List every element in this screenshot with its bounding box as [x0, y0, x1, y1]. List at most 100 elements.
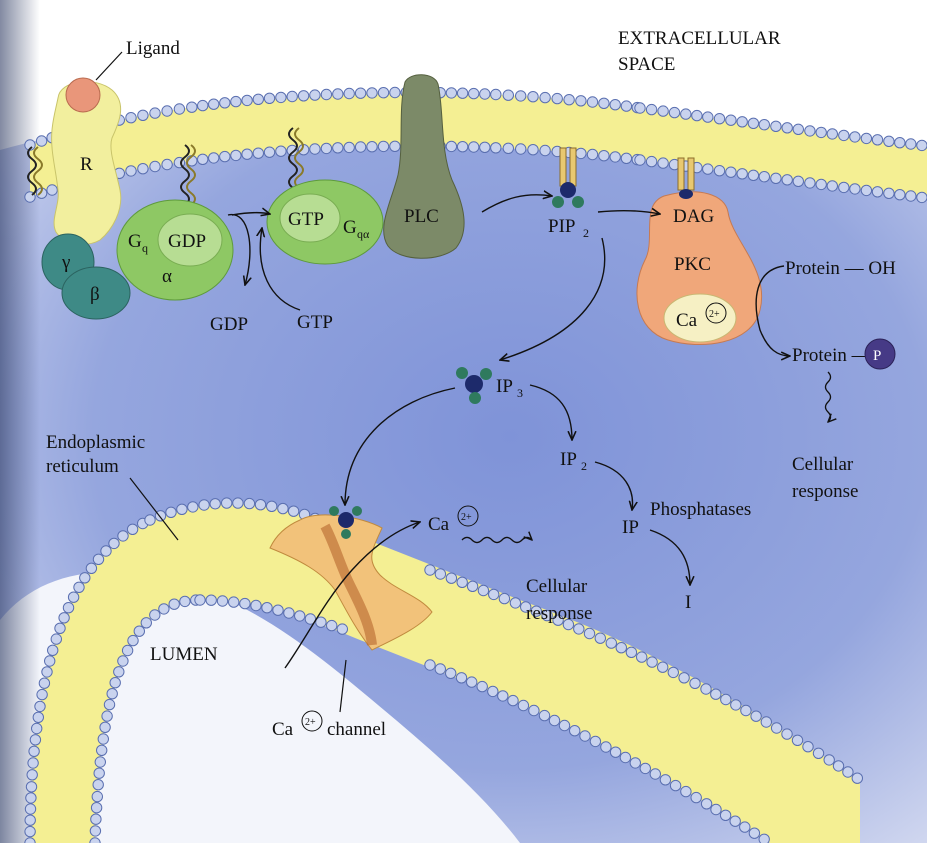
lipid-head	[616, 643, 626, 653]
lipid-head	[720, 810, 730, 820]
lipid-head	[630, 758, 640, 768]
lipid-head	[25, 826, 35, 836]
lipid-head	[310, 144, 320, 154]
svg-text:Ca: Ca	[676, 310, 698, 331]
lipid-head	[162, 159, 172, 169]
lipid-head	[264, 147, 274, 157]
lipid-head	[222, 498, 232, 508]
lipid-head	[90, 826, 100, 836]
lipid-head	[646, 156, 656, 166]
ligand	[66, 78, 100, 112]
lipid-head	[771, 121, 781, 131]
lipid-head	[233, 498, 243, 508]
lipid-head	[850, 184, 860, 194]
lipid-head	[86, 563, 96, 573]
lipid-head	[601, 742, 611, 752]
lipid-head	[564, 95, 574, 105]
lipid-head	[813, 748, 823, 758]
lipid-head	[101, 546, 111, 556]
g-alpha-gdp: G q GDP α	[117, 200, 233, 300]
lipid-head	[150, 161, 160, 171]
lipid-head	[435, 569, 445, 579]
lipid-head	[895, 138, 905, 148]
lipid-head	[425, 565, 435, 575]
lipid-head	[264, 93, 274, 103]
ca-released-label: Ca	[428, 514, 450, 535]
svg-text:P: P	[873, 348, 881, 364]
lipid-head	[126, 113, 136, 123]
svg-text:β: β	[90, 284, 100, 305]
lipid-head	[253, 148, 263, 158]
lipid-head	[679, 673, 689, 683]
lipid-head	[110, 678, 120, 688]
lipid-head	[378, 88, 388, 98]
lipid-head	[606, 638, 616, 648]
lipid-head	[109, 538, 119, 548]
lipid-head	[730, 816, 740, 826]
lipid-head	[549, 715, 559, 725]
lipid-head	[610, 747, 620, 757]
lipid-head	[446, 88, 456, 98]
lipid-head	[97, 745, 107, 755]
lipid-head	[198, 100, 208, 110]
svg-text:DAG: DAG	[673, 206, 714, 227]
svg-text:qα: qα	[357, 227, 370, 241]
lipid-head	[242, 95, 252, 105]
lipid-head	[805, 178, 815, 188]
lipid-head	[344, 88, 354, 98]
lipid-head	[231, 150, 241, 160]
lipid-head	[771, 723, 781, 733]
lipid-head	[141, 618, 151, 628]
lipid-head	[833, 761, 843, 771]
lipid-head	[771, 173, 781, 183]
lipid-head	[681, 786, 691, 796]
lipid-head	[98, 734, 108, 744]
extracellular-label-line2: SPACE	[618, 54, 675, 75]
lipid-head	[177, 504, 187, 514]
protein-oh-label: Protein — OH	[785, 258, 896, 279]
lipid-head	[587, 149, 597, 159]
lipid-head	[816, 179, 826, 189]
lipid-head	[102, 711, 112, 721]
lipid-head	[457, 577, 467, 587]
lipid-head	[169, 599, 179, 609]
inositol-label: I	[685, 592, 691, 613]
lipid-head	[91, 814, 101, 824]
lipid-head	[895, 190, 905, 200]
lipid-head	[721, 694, 731, 704]
lipid-head	[621, 153, 631, 163]
lipid-head	[126, 166, 136, 176]
ca-channel-word: channel	[327, 719, 386, 740]
lipid-head	[711, 689, 721, 699]
lipid-head	[635, 103, 645, 113]
lipid-head	[344, 142, 354, 152]
lipid-head	[114, 667, 124, 677]
lipid-head	[446, 668, 456, 678]
lipid-head	[843, 767, 853, 777]
lipid-head	[816, 127, 826, 137]
lipid-head	[287, 91, 297, 101]
lipid-head	[670, 780, 680, 790]
lipid-head	[852, 773, 862, 783]
lipid-head	[884, 188, 894, 198]
lipid-head	[669, 107, 679, 117]
g-alpha-gtp: GTP G qα	[267, 180, 383, 264]
lipid-head	[435, 664, 445, 674]
lipid-head	[92, 791, 102, 801]
lipid-head	[217, 596, 227, 606]
lipid-head	[510, 598, 520, 608]
lipid-head	[711, 804, 721, 814]
lipid-head	[327, 620, 337, 630]
lipid-head	[570, 726, 580, 736]
lipid-head	[457, 88, 467, 98]
lipid-head	[540, 92, 550, 102]
lipid-head	[39, 678, 49, 688]
lipid-head	[917, 140, 927, 150]
lipid-head	[635, 155, 645, 165]
lipid-head	[668, 667, 678, 677]
cellular-response-2a: Cellular	[526, 576, 588, 597]
lipid-head	[188, 502, 198, 512]
lipid-head	[467, 677, 477, 687]
lipid-head	[321, 89, 331, 99]
lipid-head	[884, 136, 894, 146]
